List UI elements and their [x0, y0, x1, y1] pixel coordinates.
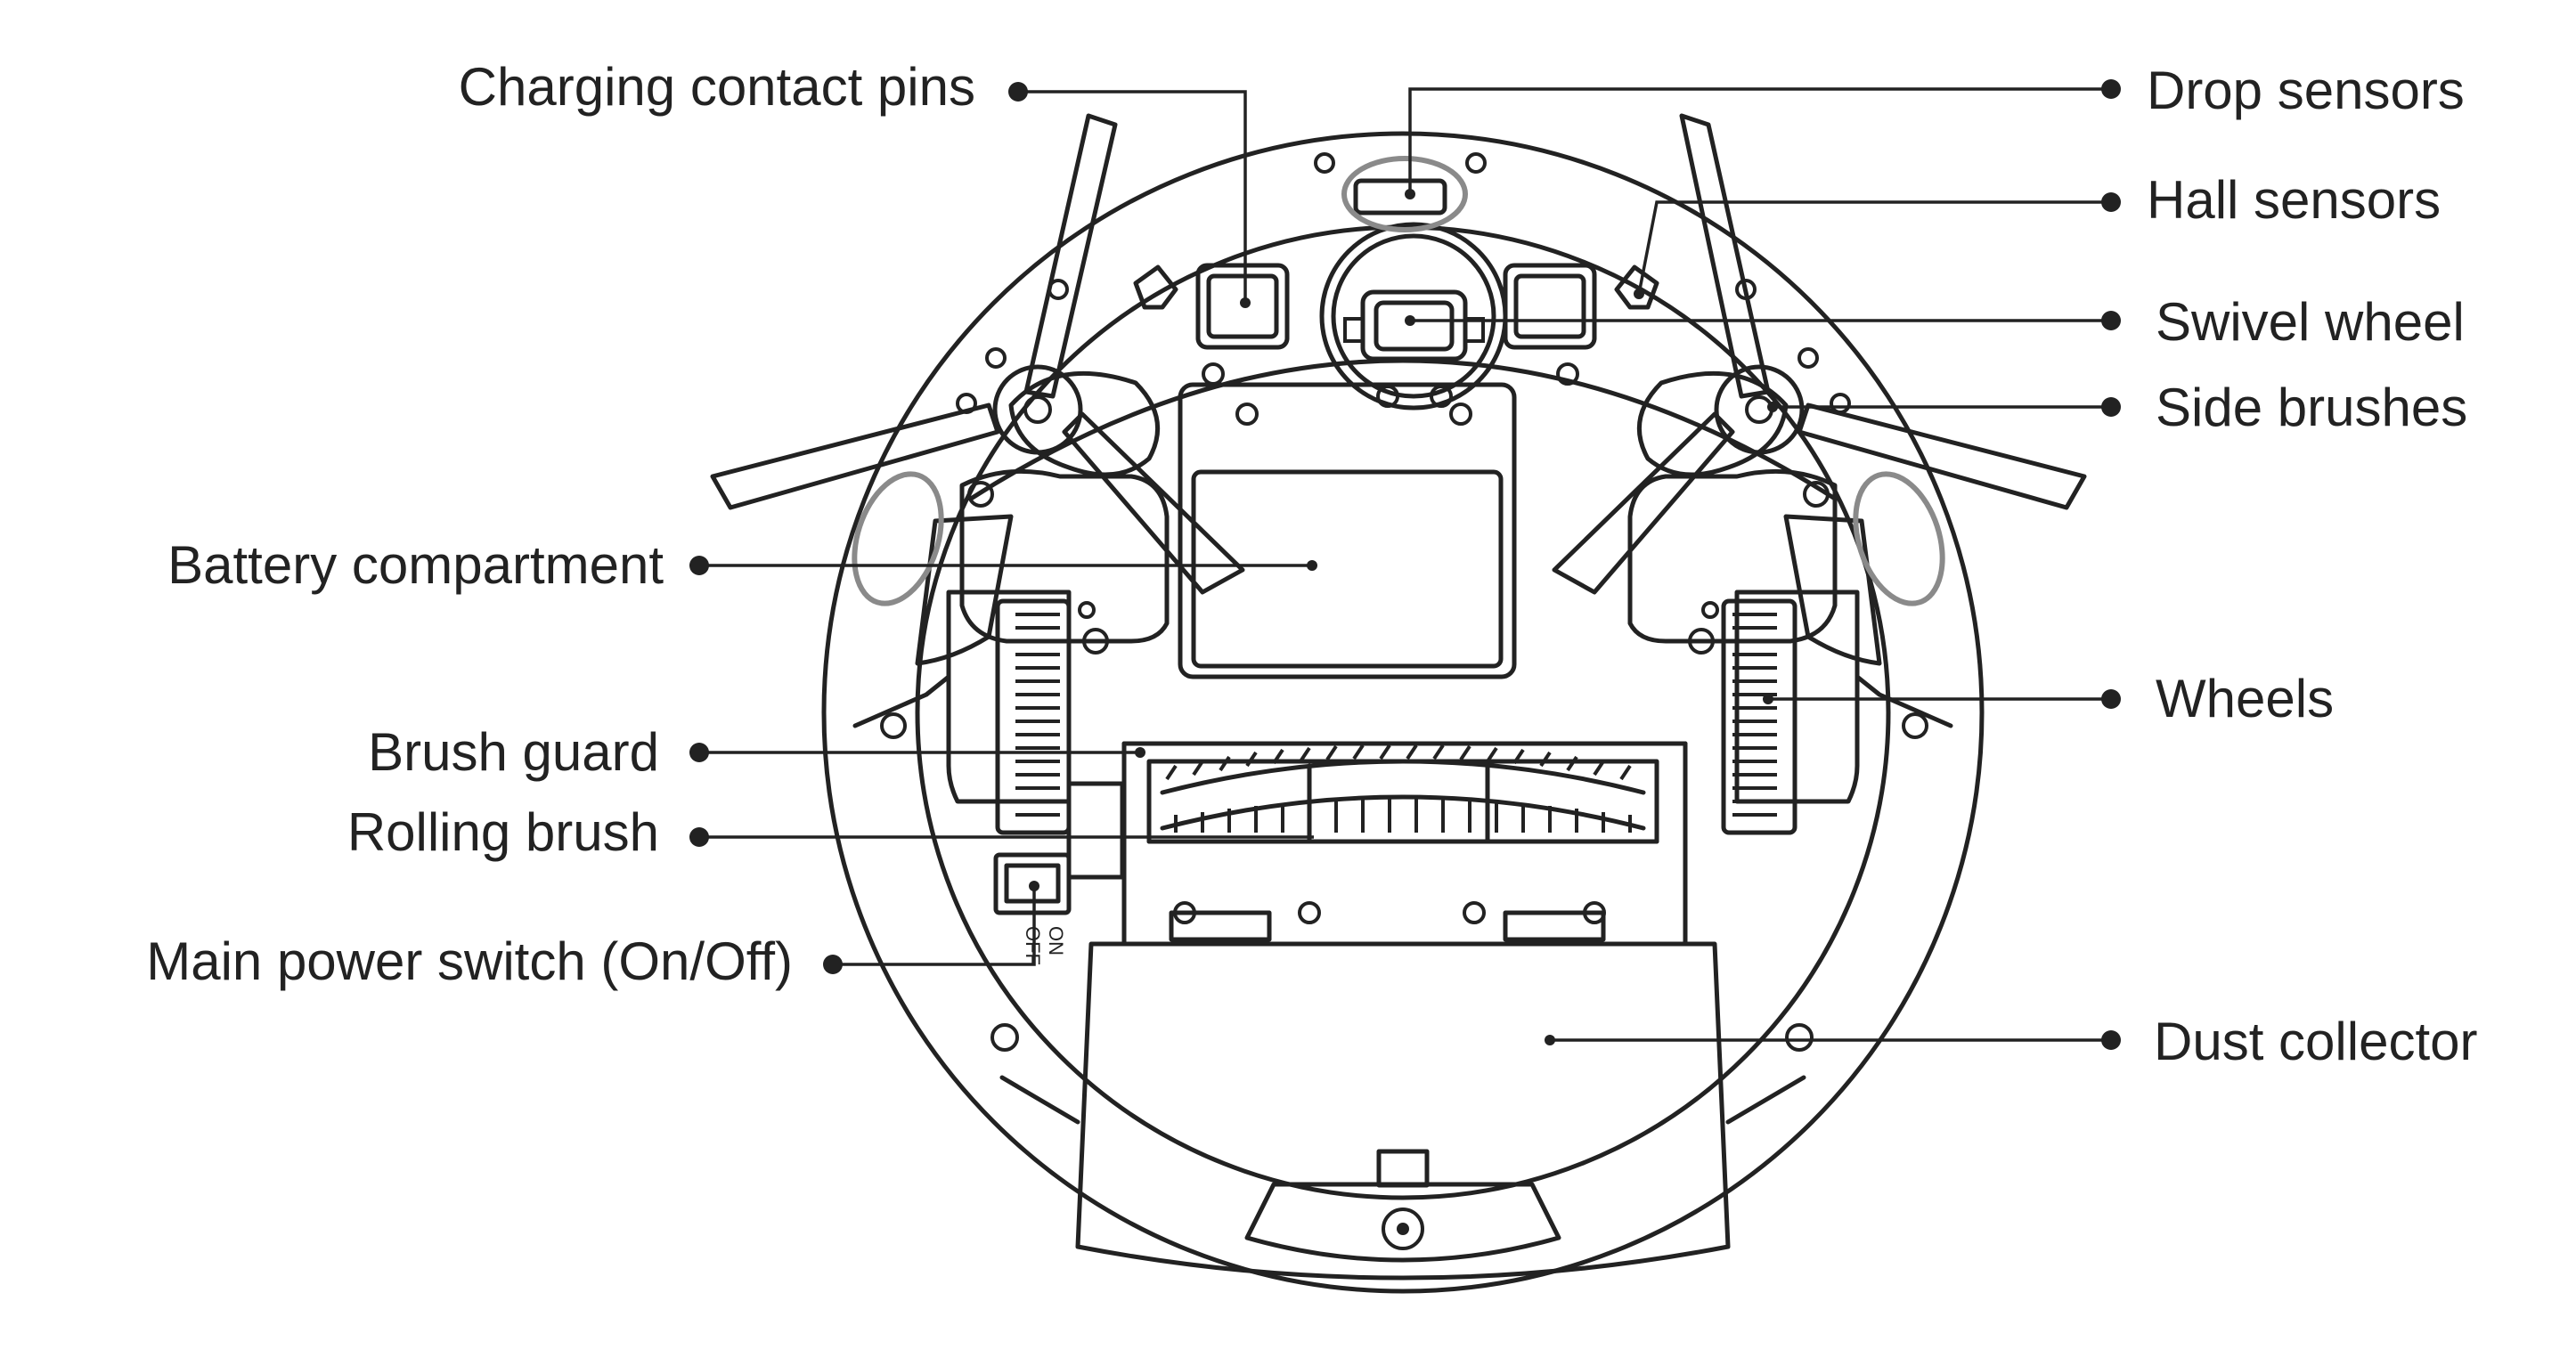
wheel-left [946, 590, 1125, 880]
label-drop-sensors: Drop sensors [2147, 61, 2465, 120]
rolling-brush [1160, 744, 1646, 844]
dust-collector [990, 941, 1814, 1281]
label-side-brushes: Side brushes [2156, 378, 2467, 437]
wheel-right [1721, 590, 1860, 835]
switch-on-text: ON [1045, 926, 1067, 955]
label-brush-guard: Brush guard [368, 722, 659, 782]
label-dust-collector: Dust collector [2154, 1012, 2477, 1071]
main-power-switch: ON OFF [993, 852, 1072, 965]
label-battery-compartment: Battery compartment [167, 535, 664, 595]
label-main-power-switch: Main power switch (On/Off) [146, 931, 793, 991]
leader-lines [689, 79, 2121, 1050]
label-charging-contact-pins: Charging contact pins [459, 57, 975, 117]
brush-guard [1121, 741, 1688, 947]
drop-sensor-front [1314, 152, 1487, 232]
label-swivel-wheel: Swivel wheel [2156, 292, 2465, 352]
body-details [852, 674, 1953, 1125]
label-wheels: Wheels [2156, 669, 2334, 728]
charging-contact-pins [1195, 263, 1597, 386]
labels: Charging contact pins Battery compartmen… [146, 57, 2477, 1071]
swivel-wheel [1319, 222, 1508, 411]
label-hall-sensors: Hall sensors [2147, 170, 2441, 230]
side-brush-left [710, 113, 1245, 666]
battery-compartment [1178, 382, 1517, 679]
label-rolling-brush: Rolling brush [347, 802, 659, 862]
side-brush-right [1552, 113, 2087, 666]
